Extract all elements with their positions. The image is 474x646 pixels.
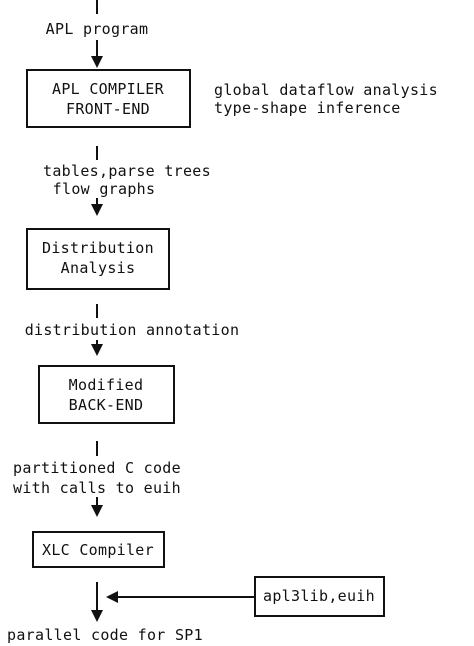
distribution-box	[26, 228, 170, 290]
arrowhead-distribution	[91, 204, 103, 216]
annotation-label: distribution annotation	[25, 321, 240, 339]
front-end-line1: APL COMPILER	[52, 80, 165, 98]
front-end-line2: FRONT-END	[66, 100, 150, 118]
back-end-box	[38, 365, 175, 424]
arrowhead-back-end	[91, 344, 103, 356]
front-end-note-line2: type-shape inference	[214, 99, 401, 117]
distribution-line1: Distribution	[42, 239, 154, 257]
xlc-label: XLC Compiler	[42, 541, 154, 559]
back-end-line1: Modified	[69, 376, 144, 394]
output-label: parallel code for SP1	[7, 626, 203, 644]
input-label: APL program	[46, 20, 149, 38]
c-code-label-line1: partitioned C code	[13, 459, 181, 477]
arrowhead-output	[91, 610, 103, 622]
front-end-note-line1: global dataflow analysis	[214, 81, 438, 99]
arrowhead-front-end	[91, 56, 103, 68]
tables-label-line2: flow graphs	[53, 180, 156, 198]
back-end-line2: BACK-END	[69, 396, 144, 414]
arrowhead-xlc	[91, 505, 103, 517]
xlc-box	[32, 531, 165, 568]
arrowhead-libraries	[106, 591, 118, 603]
tables-label-line1: tables,parse trees	[43, 162, 211, 180]
distribution-line2: Analysis	[61, 259, 136, 277]
c-code-label-line2: with calls to euih	[13, 479, 181, 497]
libraries-box	[254, 576, 385, 617]
libraries-label: apl3lib,euih	[263, 587, 375, 605]
front-end-box	[26, 69, 191, 128]
